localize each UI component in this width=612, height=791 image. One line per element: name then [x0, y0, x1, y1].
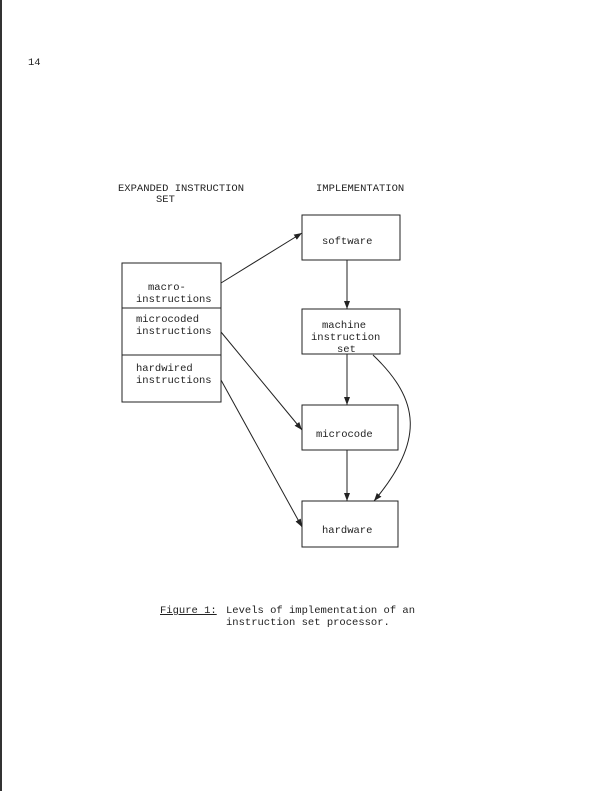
macro-label-2: instructions: [136, 294, 212, 306]
hardwired-label-2: instructions: [136, 375, 212, 387]
left-header-line2: SET: [156, 194, 175, 206]
right-header: IMPLEMENTATION: [316, 183, 405, 195]
microcode-label: microcode: [316, 429, 373, 441]
microcoded-label-2: instructions: [136, 326, 212, 338]
hardware-box: [301, 500, 399, 548]
macro-label-1: macro-: [148, 282, 186, 294]
machine-label-3: set: [337, 344, 356, 356]
hardwired-label-1: hardwired: [136, 363, 193, 375]
hardware-label: hardware: [322, 525, 372, 537]
machine-label-2: instruction: [311, 332, 380, 344]
arrow-microcoded-to-microcode: [220, 331, 303, 431]
page-number: 14: [28, 57, 41, 69]
microcoded-label-1: microcoded: [136, 314, 199, 326]
caption-line2: instruction set processor.: [226, 617, 390, 629]
machine-label-1: machine: [322, 320, 366, 332]
software-label: software: [322, 236, 372, 248]
left-header-line1: EXPANDED INSTRUCTION: [118, 183, 245, 195]
machine-instruction-set-box: [301, 308, 401, 355]
microcode-box: [301, 404, 399, 451]
arrow-macro-to-software: [220, 232, 303, 284]
figure-label: Figure 1:: [160, 605, 217, 617]
scan-edge: [0, 0, 2, 791]
arrow-machine-to-hardware: [372, 354, 411, 502]
arrow-hardwired-to-hardware: [220, 379, 303, 528]
software-box: [301, 214, 401, 261]
caption-line1: Levels of implementation of an: [226, 605, 416, 617]
